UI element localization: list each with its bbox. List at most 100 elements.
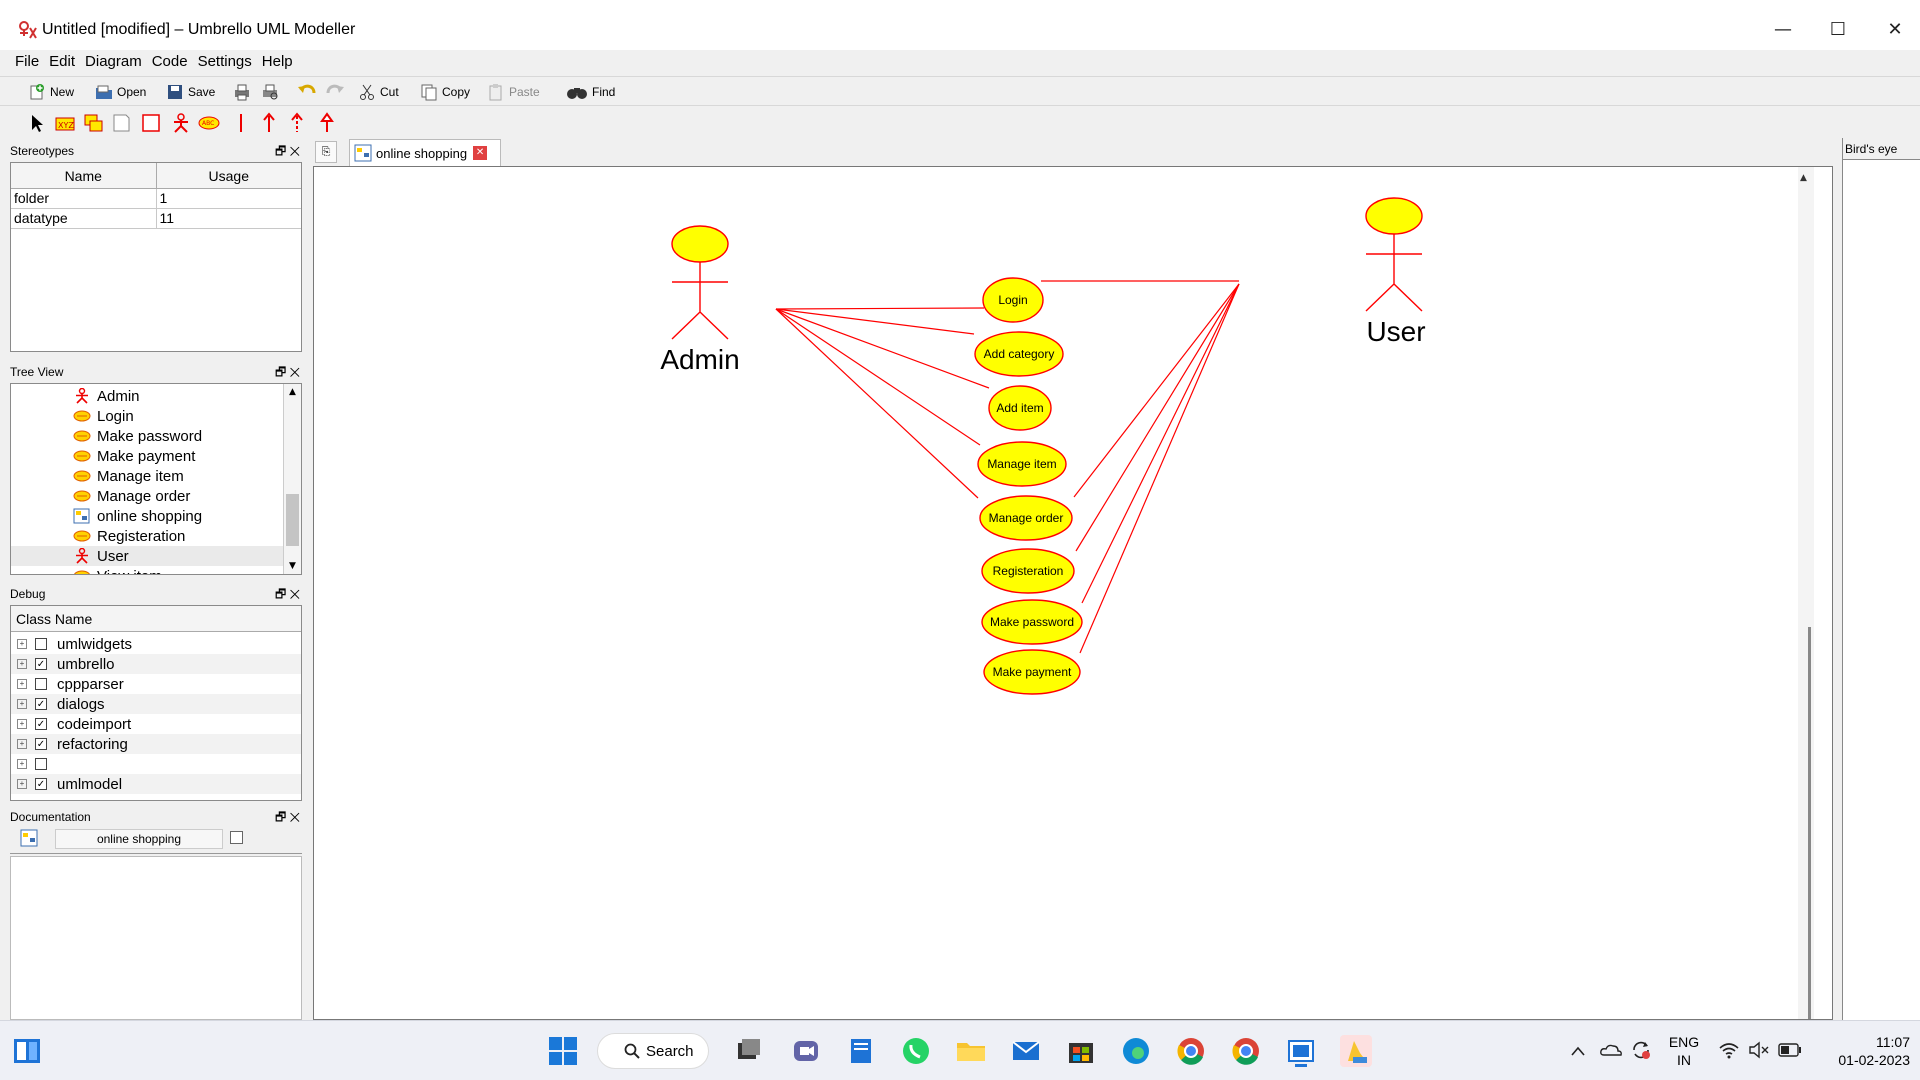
- tree-item[interactable]: View item: [11, 566, 283, 574]
- print-preview-icon[interactable]: [260, 81, 280, 103]
- tree-item[interactable]: Registeration: [11, 526, 283, 546]
- tree-item[interactable]: Make payment: [11, 446, 283, 466]
- menu-code[interactable]: Code: [151, 53, 188, 70]
- debug-row[interactable]: +: [11, 754, 301, 774]
- debug-checkbox[interactable]: ✓: [35, 778, 47, 790]
- dock-controls[interactable]: 🗗 ✕: [275, 144, 300, 158]
- chrome-profile-icon[interactable]: [1228, 1033, 1264, 1069]
- paste-button[interactable]: Paste: [487, 81, 540, 103]
- association-line[interactable]: [775, 308, 990, 389]
- menu-help[interactable]: Help: [261, 53, 293, 70]
- box-note-icon[interactable]: [82, 112, 104, 134]
- documentation-text-area[interactable]: [10, 856, 302, 1020]
- usecase[interactable]: Add item: [988, 385, 1052, 431]
- notepad-app-icon[interactable]: [843, 1033, 879, 1069]
- chrome-icon[interactable]: [1173, 1033, 1209, 1069]
- debug-checkbox[interactable]: ✓: [35, 718, 47, 730]
- expand-icon[interactable]: +: [17, 659, 27, 669]
- copy-button[interactable]: Copy: [420, 81, 470, 103]
- debug-row[interactable]: +cppparser: [11, 674, 301, 694]
- debug-checkbox[interactable]: ✓: [35, 658, 47, 670]
- association-line[interactable]: [1081, 283, 1240, 604]
- association-line[interactable]: [1079, 283, 1240, 654]
- association-line[interactable]: [775, 308, 975, 335]
- minimize-button[interactable]: —: [1774, 19, 1792, 40]
- scroll-up-icon[interactable]: ▲: [289, 387, 296, 397]
- column-usage[interactable]: Usage: [208, 168, 249, 184]
- new-button[interactable]: New: [28, 81, 74, 103]
- undo-icon[interactable]: [296, 81, 318, 103]
- tree-item[interactable]: Manage item: [11, 466, 283, 486]
- column-class-name[interactable]: Class Name: [16, 611, 93, 627]
- save-button[interactable]: Save: [166, 81, 215, 103]
- tree-item[interactable]: Login: [11, 406, 283, 426]
- menu-file[interactable]: File: [15, 53, 40, 70]
- taskbar-search[interactable]: Search: [597, 1033, 709, 1069]
- onedrive-icon[interactable]: [1600, 1041, 1622, 1059]
- umbrello-taskbar-icon[interactable]: [1283, 1033, 1319, 1069]
- documentation-name-field[interactable]: online shopping: [55, 829, 223, 849]
- tree-item[interactable]: Manage order: [11, 486, 283, 506]
- expand-icon[interactable]: +: [17, 719, 27, 729]
- dependency-icon[interactable]: [286, 112, 308, 134]
- debug-row[interactable]: +✓codeimport: [11, 714, 301, 734]
- dock-controls[interactable]: 🗗 ✕: [275, 587, 300, 601]
- usecase[interactable]: Make payment: [983, 649, 1081, 695]
- debug-row[interactable]: +✓umlmodel: [11, 774, 301, 794]
- app-taskbar-icon[interactable]: [1338, 1033, 1374, 1069]
- scroll-up-icon[interactable]: ▲: [1800, 173, 1807, 183]
- usecase-tool-icon[interactable]: ABC: [198, 112, 220, 134]
- open-button[interactable]: Open: [95, 81, 146, 103]
- new-tab-icon[interactable]: ⎘: [315, 141, 337, 163]
- association-line[interactable]: [1075, 283, 1240, 552]
- debug-checkbox[interactable]: [35, 638, 47, 650]
- expand-icon[interactable]: +: [17, 739, 27, 749]
- debug-row[interactable]: +✓refactoring: [11, 734, 301, 754]
- generalization-icon[interactable]: [316, 112, 338, 134]
- mail-icon[interactable]: [1008, 1033, 1044, 1069]
- language-indicator[interactable]: ENG IN: [1668, 1033, 1700, 1069]
- debug-row[interactable]: +✓dialogs: [11, 694, 301, 714]
- scroll-thumb[interactable]: [1808, 627, 1811, 1019]
- debug-checkbox[interactable]: [35, 758, 47, 770]
- wifi-icon[interactable]: [1718, 1041, 1740, 1059]
- scroll-thumb[interactable]: [286, 494, 299, 546]
- edge-icon[interactable]: [1118, 1033, 1154, 1069]
- tree-item[interactable]: Make password: [11, 426, 283, 446]
- file-explorer-icon[interactable]: [953, 1033, 989, 1069]
- maximize-button[interactable]: ☐: [1829, 19, 1847, 40]
- select-arrow-icon[interactable]: [26, 112, 48, 134]
- tree-item[interactable]: online shopping: [11, 506, 283, 526]
- canvas-scrollbar[interactable]: ▲: [1798, 167, 1814, 1019]
- tab-online-shopping[interactable]: online shopping ✕: [349, 139, 501, 166]
- tree-item[interactable]: Admin: [11, 386, 283, 406]
- task-view-icon[interactable]: [732, 1033, 768, 1069]
- menu-edit[interactable]: Edit: [49, 53, 76, 70]
- redo-icon[interactable]: [324, 81, 346, 103]
- store-icon[interactable]: [1063, 1033, 1099, 1069]
- whatsapp-icon[interactable]: [898, 1033, 934, 1069]
- association-line[interactable]: [775, 308, 979, 499]
- text-xyz-icon[interactable]: XYZ: [54, 112, 76, 134]
- association-line[interactable]: [1073, 283, 1240, 498]
- usecase[interactable]: Manage item: [977, 441, 1067, 487]
- battery-icon[interactable]: [1778, 1043, 1802, 1057]
- speaker-muted-icon[interactable]: [1748, 1041, 1770, 1059]
- dock-controls[interactable]: 🗗 ✕: [275, 365, 300, 379]
- expand-icon[interactable]: +: [17, 759, 27, 769]
- documentation-checkbox[interactable]: [230, 831, 243, 844]
- windows-start-icon[interactable]: [545, 1033, 581, 1069]
- print-icon[interactable]: [232, 81, 252, 103]
- clock[interactable]: 11:07 01-02-2023: [1810, 1033, 1910, 1069]
- debug-checkbox[interactable]: ✓: [35, 738, 47, 750]
- usecase[interactable]: Manage order: [979, 495, 1073, 541]
- stereotype-row[interactable]: datatype 11: [11, 209, 301, 229]
- actor-user[interactable]: User: [1365, 197, 1426, 347]
- teams-chat-icon[interactable]: [788, 1033, 824, 1069]
- dock-controls[interactable]: 🗗 ✕: [275, 810, 300, 824]
- menu-diagram[interactable]: Diagram: [85, 53, 142, 70]
- menu-settings[interactable]: Settings: [197, 53, 252, 70]
- expand-icon[interactable]: +: [17, 639, 27, 649]
- tab-close-icon[interactable]: ✕: [473, 146, 488, 160]
